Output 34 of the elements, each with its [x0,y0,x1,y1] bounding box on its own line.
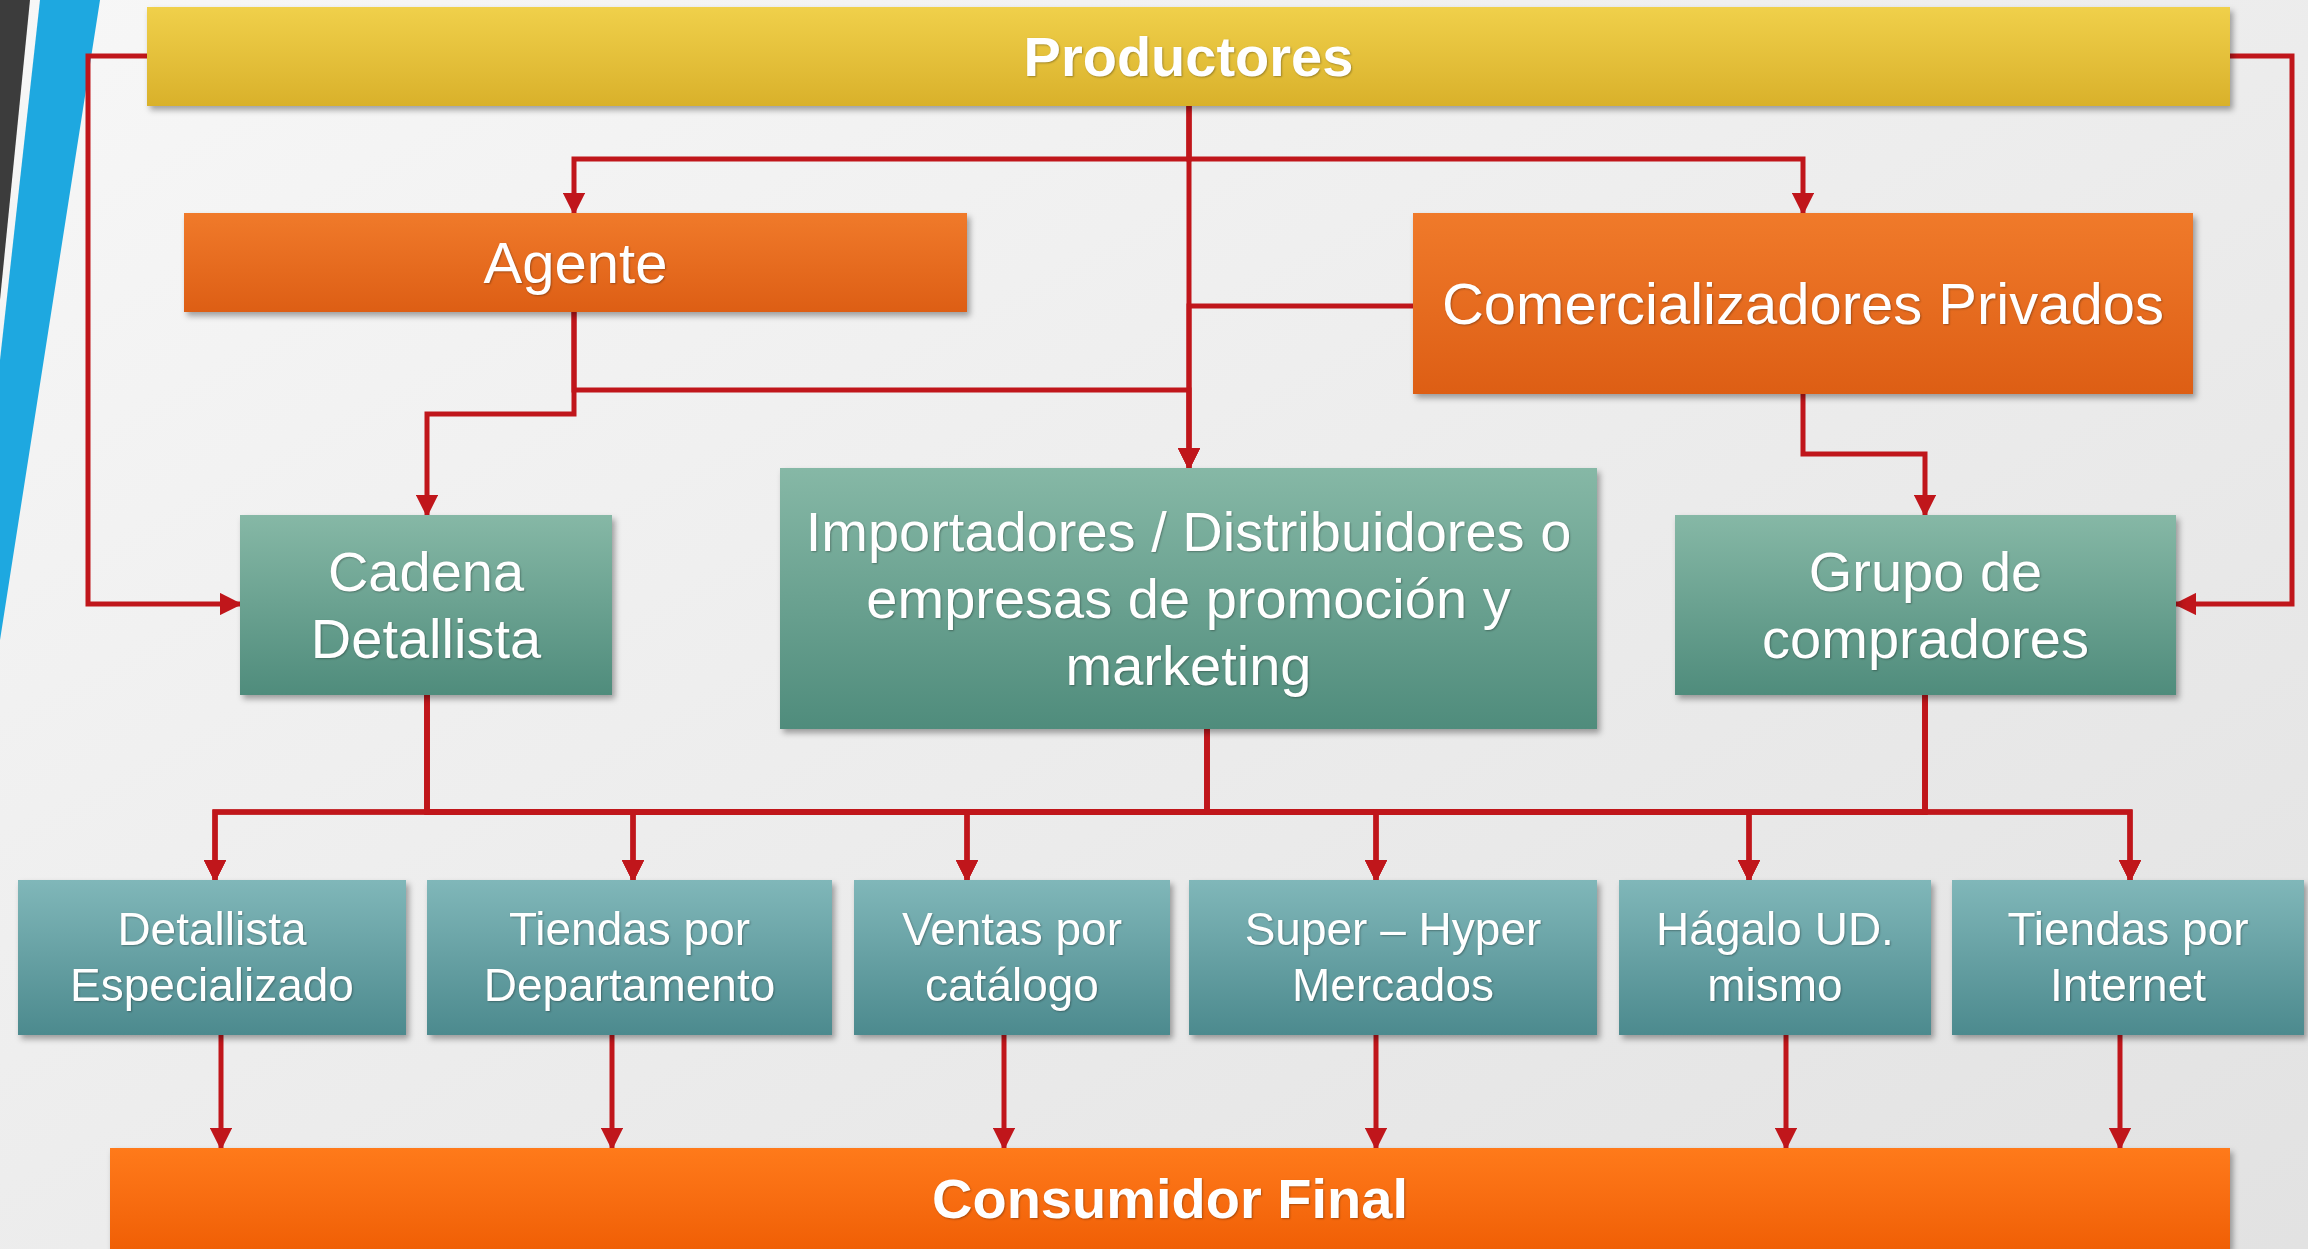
channel-box [427,880,832,1035]
consumer-bar [110,1148,2230,1249]
node-label: Consumidor Final [932,1165,1408,1232]
channel-box [18,880,406,1035]
process-box [1675,515,2176,695]
node-label: Detallista Especializado [69,902,355,1013]
channel-box [854,880,1170,1035]
producer-bar [147,7,2230,106]
arrow [1774,1035,1798,1151]
arrow [1800,394,1937,518]
node-label: Tiendas por Departamento [482,902,777,1013]
node-label: Agente [483,228,668,297]
node-label: Productores [1023,23,1354,90]
process-box [184,213,967,312]
process-box [1413,213,2193,394]
arrow [1364,1035,1388,1151]
channel-box [1619,880,1931,1035]
node-label: Comercializadores Privados [1441,269,2165,338]
node-label: Hágalo UD. mismo [1655,902,1895,1013]
node-label: Grupo de compradores [1761,538,2090,672]
node-label: Ventas por catálogo [901,902,1123,1013]
arrow [600,1035,624,1151]
node-label: Tiendas por Internet [2006,902,2250,1013]
node-label: Importadores / Distribuidores o empresas de promoción y marketing [804,498,1573,700]
node-label: Super – Hyper Mercados [1243,902,1543,1013]
arrow [2108,1035,2132,1151]
process-box [780,468,1597,729]
channel-box [1189,880,1597,1035]
arrow [992,1035,1016,1151]
arrow [209,1035,233,1151]
process-box [240,515,612,695]
channel-box [1952,880,2304,1035]
node-label: Cadena Detallista [309,538,543,672]
arrow [1177,303,1413,471]
